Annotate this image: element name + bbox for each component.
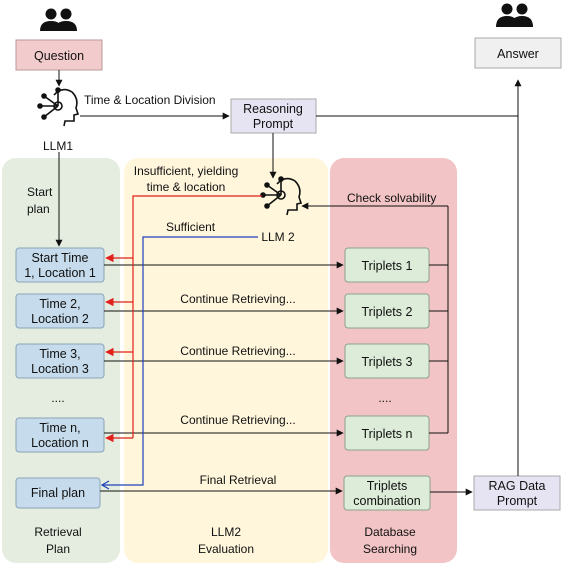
triplets-3-text: Triplets 3 (362, 355, 413, 369)
triplets-n-text: Triplets n (362, 427, 413, 441)
database-column-label-2: Searching (363, 542, 417, 556)
division-label: Time & Location Division (84, 93, 216, 107)
triplets-ellipsis: .... (378, 391, 391, 405)
plan-1-line1: Start Time (32, 251, 89, 265)
plan-box-n (15, 417, 105, 453)
triplets-1-text: Triplets 1 (362, 259, 413, 273)
triplets-2-text: Triplets 2 (362, 305, 413, 319)
continue-label-2: Continue Retrieving... (180, 292, 295, 306)
insufficient-label-line2: time & location (147, 180, 226, 194)
triplets-comb-line1: Triplets (367, 479, 408, 493)
triplets-comb-line2: combination (353, 494, 420, 508)
plan-n-line2: Location n (31, 436, 89, 450)
reasoning-prompt-line1: Reasoning (243, 102, 303, 116)
plan-3-line1: Time 3, (39, 347, 80, 361)
database-column-label-1: Database (364, 525, 416, 539)
flow-arrows (55, 70, 522, 496)
rag-prompt-box (473, 475, 561, 511)
answer-text: Answer (497, 47, 539, 61)
check-solvability-label: Check solvability (347, 191, 436, 205)
question-box (15, 39, 103, 71)
evaluation-column-label-2: Evaluation (198, 542, 254, 556)
plan-ellipsis: .... (51, 391, 64, 405)
retrieval-column-label-2: Plan (46, 542, 70, 556)
ai-head-icon (260, 176, 303, 216)
reasoning-prompt-line2: Prompt (253, 117, 294, 131)
plan-2-line2: Location 2 (31, 312, 89, 326)
insufficient-label-line1: Insufficient, yielding (134, 164, 239, 178)
plan-2-line1: Time 2, (39, 297, 80, 311)
sufficient-label: Sufficient (166, 220, 216, 234)
retrieval-column-label-1: Retrieval (34, 525, 81, 539)
rag-prompt-line2: Prompt (497, 494, 538, 508)
final-plan-text: Final plan (31, 486, 85, 500)
llm1-label: LLM1 (43, 139, 73, 153)
final-retrieval-label: Final Retrieval (200, 473, 277, 487)
answer-box (474, 37, 562, 69)
start-plan-line2: plan (27, 202, 50, 216)
question-text: Question (34, 49, 84, 63)
evaluation-column-label-1: LLM2 (211, 525, 241, 539)
user-group-icon (496, 3, 533, 27)
plan-n-line1: Time n, (39, 421, 80, 435)
continue-label-3: Continue Retrieving... (180, 344, 295, 358)
final-plan-box (15, 477, 101, 509)
insufficient-arrows (105, 195, 262, 443)
triplets-combination-box (343, 475, 431, 511)
user-group-icon (40, 8, 77, 31)
ai-head-icon (37, 87, 80, 127)
start-plan-line1: Start (27, 185, 53, 199)
rag-prompt-line1: RAG Data (489, 479, 546, 493)
plan-3-line2: Location 3 (31, 362, 89, 376)
sufficient-arrow (100, 236, 258, 490)
continue-label-n: Continue Retrieving... (180, 413, 295, 427)
llm2-label: LLM 2 (261, 230, 295, 244)
plan-1-line2: 1, Location 1 (24, 266, 96, 280)
